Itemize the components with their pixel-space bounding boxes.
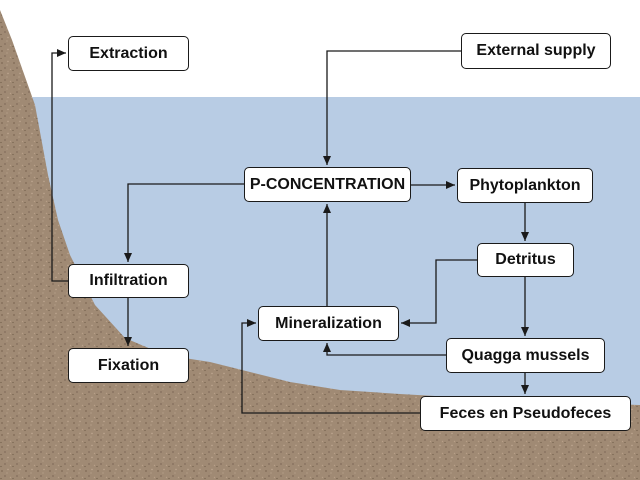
arrow-pconc-to-infil xyxy=(124,183,244,262)
arrow-detritus-to-mineral xyxy=(401,259,477,327)
node-phytoplankton: Phytoplankton xyxy=(457,168,593,203)
node-label: Fixation xyxy=(97,356,160,374)
arrow-external-to-pconc xyxy=(323,50,461,165)
arrow-quagga-to-mineral xyxy=(323,343,446,356)
node-label: Feces en Pseudofeces xyxy=(439,404,612,422)
node-mineralization: Mineralization xyxy=(258,306,399,341)
node-label: Extraction xyxy=(89,44,168,62)
node-label: Infiltration xyxy=(89,272,168,289)
node-extraction: Extraction xyxy=(68,36,189,71)
node-label: Detritus xyxy=(495,251,556,268)
node-fixation: Fixation xyxy=(68,348,189,383)
node-infiltration: Infiltration xyxy=(68,264,189,298)
arrow-feces-to-mineral xyxy=(241,319,420,414)
node-label: P-CONCENTRATION xyxy=(249,175,406,193)
node-label: External supply xyxy=(476,42,596,59)
node-quagga-mussels: Quagga mussels xyxy=(446,338,605,373)
node-label: Mineralization xyxy=(275,314,382,332)
node-external-supply: External supply xyxy=(461,33,611,69)
node-feces-pseudofeces: Feces en Pseudofeces xyxy=(420,396,631,431)
node-p-concentration: P-CONCENTRATION xyxy=(244,167,411,202)
connector-arrows xyxy=(51,49,529,414)
arrow-infil-to-extraction xyxy=(51,49,68,282)
node-detritus: Detritus xyxy=(477,243,574,277)
node-label: Quagga mussels xyxy=(461,346,590,364)
node-label: Phytoplankton xyxy=(469,176,581,194)
